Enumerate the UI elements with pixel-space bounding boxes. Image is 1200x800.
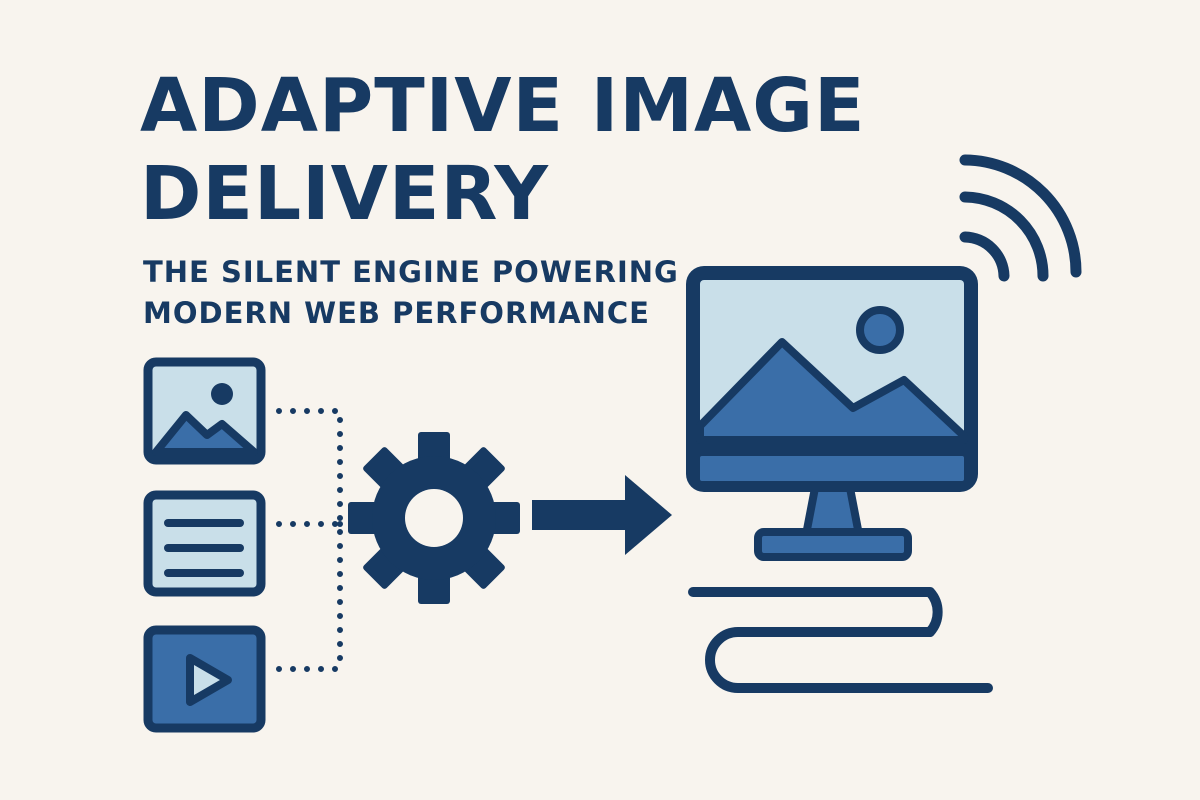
subtitle-line-1: THE SILENT ENGINE POWERING	[143, 255, 679, 289]
wireless-signal-icon	[959, 154, 1082, 282]
subtitle-line-2: MODERN WEB PERFORMANCE	[143, 296, 650, 330]
dotted-connectors	[276, 408, 356, 672]
monitor-icon	[686, 266, 978, 561]
main-title: ADAPTIVE IMAGE DELIVERY	[140, 62, 866, 238]
gear-icon	[348, 432, 520, 604]
subtitle: THE SILENT ENGINE POWERING MODERN WEB PE…	[143, 252, 679, 334]
arrow-right-icon	[532, 475, 672, 555]
image-file-icon	[143, 357, 266, 465]
cable-line-icon	[688, 587, 993, 693]
text-document-icon	[143, 490, 266, 597]
video-play-icon	[143, 625, 266, 733]
main-title-line-1: ADAPTIVE IMAGE	[140, 63, 866, 149]
main-title-line-2: DELIVERY	[140, 151, 550, 237]
